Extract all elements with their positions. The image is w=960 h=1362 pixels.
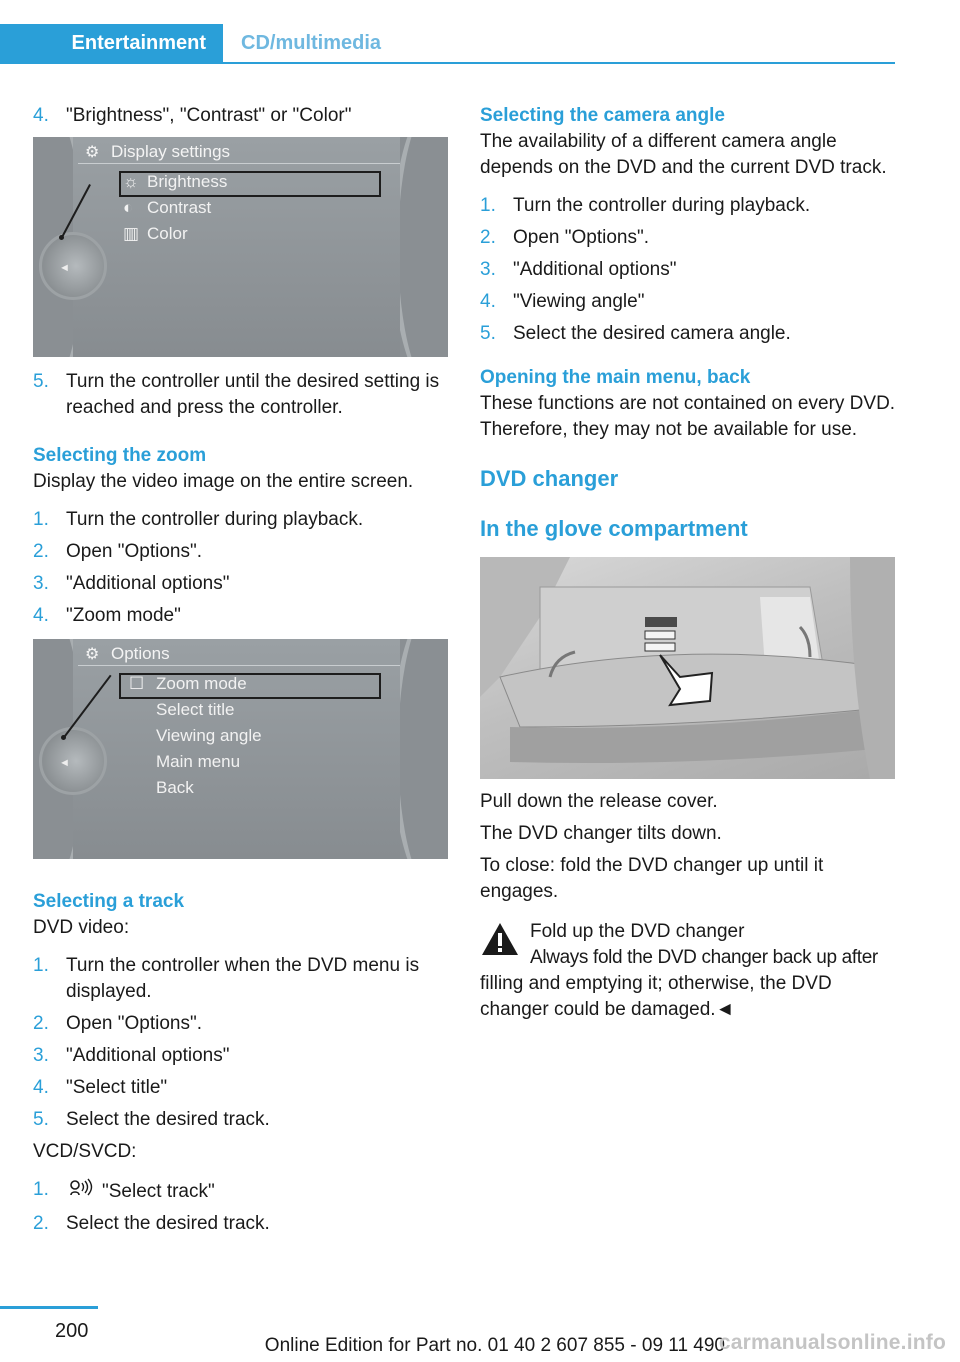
screen-title: Display settings bbox=[111, 142, 231, 161]
selection-highlight bbox=[119, 673, 381, 699]
selection-highlight bbox=[119, 171, 381, 197]
left-arrow-icon: ◄ bbox=[59, 262, 70, 274]
paragraph: To close: fold the DVD changer up until … bbox=[480, 855, 824, 902]
step-item: 2.Select the desired track. bbox=[33, 1213, 270, 1234]
menu-item-main-menu: Main menu bbox=[156, 752, 241, 771]
voice-command-icon bbox=[66, 1177, 102, 1205]
screen-title: Options bbox=[111, 644, 170, 663]
menu-item-viewing-angle: Viewing angle bbox=[156, 726, 262, 745]
menu-item-color: ▥Color bbox=[123, 222, 188, 246]
paragraph: Pull down the release cover. bbox=[480, 791, 718, 812]
step-item: 1.Turn the controller when the DVD menu … bbox=[33, 955, 420, 1002]
paragraph: The availability of a different camera a… bbox=[480, 131, 887, 178]
tab-entertainment[interactable]: Entertainment bbox=[0, 24, 223, 62]
section-heading: Selecting the zoom bbox=[33, 445, 207, 466]
step-number: 5. bbox=[33, 371, 49, 392]
edition-note: Online Edition for Part no. 01 40 2 607 … bbox=[264, 1335, 725, 1356]
subsection-heading-large: In the glove compartment bbox=[480, 516, 748, 541]
warning-text: filling and emptying it; otherwise, the … bbox=[480, 973, 832, 1020]
paragraph: These functions are not contained on eve… bbox=[480, 393, 896, 440]
display-settings-screenshot: ⚙ Display settings ☼Brightness ◐Contrast… bbox=[33, 137, 448, 357]
step-item: 5.Select the desired track. bbox=[33, 1109, 270, 1130]
step-item: 5. Turn the controller until the desired… bbox=[33, 369, 449, 421]
footer-rule bbox=[0, 1306, 98, 1309]
controller-knob-icon bbox=[39, 232, 107, 300]
step-item: 2.Open "Options". bbox=[33, 1013, 203, 1034]
section-heading: Selecting the camera angle bbox=[480, 105, 725, 126]
left-column: 4. "Brightness", "Contrast" or "Color" ⚙… bbox=[33, 103, 449, 1243]
right-column: Selecting the camera angle The availabil… bbox=[480, 103, 896, 1023]
step-item: 2.Open "Options". bbox=[480, 227, 650, 248]
menu-item-brightness: ☼Brightness bbox=[123, 170, 227, 194]
menu-item-back: Back bbox=[156, 778, 194, 797]
sun-icon: ☼ bbox=[123, 172, 139, 191]
warning-title: Fold up the DVD changer bbox=[530, 921, 745, 942]
step-item: 2.Open "Options". bbox=[33, 541, 203, 562]
menu-item-zoom-mode: Zoom mode bbox=[156, 674, 247, 693]
paragraph: VCD/SVCD: bbox=[33, 1141, 137, 1162]
checkbox-icon: ☐ bbox=[129, 674, 145, 693]
menu-item-contrast: ◐Contrast bbox=[123, 196, 211, 220]
warning-box: Fold up the DVD changer Always fold the … bbox=[480, 919, 896, 1023]
page-number: 200 bbox=[55, 1320, 89, 1342]
glove-compartment-image bbox=[480, 557, 895, 779]
step-number: 4. bbox=[33, 105, 49, 126]
step-item: 1.Turn the controller during playback. bbox=[480, 195, 811, 216]
step-text: Turn the controller until the desired se… bbox=[66, 371, 440, 418]
step-item: 5.Select the desired camera angle. bbox=[480, 323, 791, 344]
section-heading: Opening the main menu, back bbox=[480, 367, 751, 388]
settings-icon: ⚙ bbox=[85, 646, 100, 663]
step-item: 4."Zoom mode" bbox=[33, 605, 181, 626]
warning-icon bbox=[482, 923, 518, 955]
step-item: 3."Additional options" bbox=[33, 1045, 230, 1066]
step-item: 4."Viewing angle" bbox=[480, 291, 645, 312]
chapter-tabs: Entertainment CD/multimedia bbox=[0, 24, 895, 64]
paragraph: The DVD changer tilts down. bbox=[480, 823, 722, 844]
step-item: 1.Turn the controller during playback. bbox=[33, 509, 364, 530]
color-icon: ▥ bbox=[123, 224, 140, 243]
controller-knob-icon bbox=[39, 727, 107, 795]
step-item: 4."Select title" bbox=[33, 1077, 168, 1098]
step-text: "Brightness", "Contrast" or "Color" bbox=[66, 105, 352, 126]
left-arrow-icon: ◄ bbox=[59, 757, 70, 769]
contrast-icon: ◐ bbox=[123, 198, 134, 217]
step-item: 3."Additional options" bbox=[480, 259, 677, 280]
step-item: 4. "Brightness", "Contrast" or "Color" bbox=[33, 103, 449, 129]
paragraph: DVD video: bbox=[33, 917, 130, 938]
menu-item-select-title: Select title bbox=[156, 700, 235, 719]
options-screenshot: ⚙ Options ☐ Zoom mode Select title Viewi… bbox=[33, 639, 448, 859]
watermark: carmanualsonline.info bbox=[718, 1331, 946, 1354]
paragraph: Display the video image on the entire sc… bbox=[33, 471, 414, 492]
glove-compartment-illustration bbox=[480, 557, 895, 779]
tab-cd-multimedia[interactable]: CD/multimedia bbox=[241, 32, 382, 54]
warning-text: Always fold the DVD changer back up afte… bbox=[530, 947, 878, 968]
section-heading-large: DVD changer bbox=[480, 466, 619, 491]
step-item: 1. "Select track" bbox=[33, 1177, 449, 1205]
section-heading: Selecting a track bbox=[33, 891, 185, 912]
step-item: 3."Additional options" bbox=[33, 573, 230, 594]
settings-icon: ⚙ bbox=[85, 144, 100, 161]
